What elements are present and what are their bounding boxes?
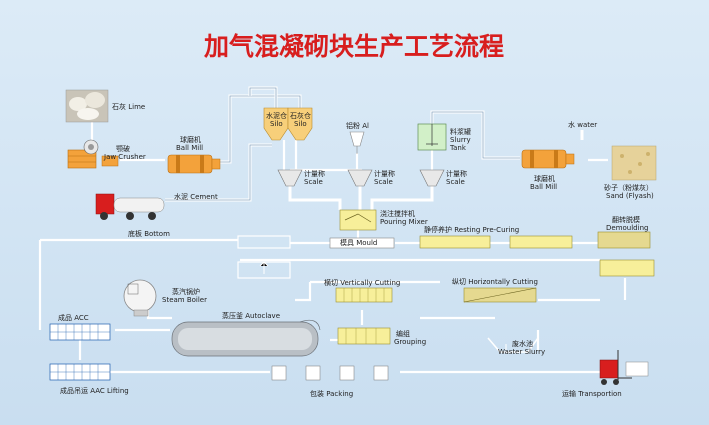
demould-blocks: [599, 259, 655, 277]
horizontal-cutting-block: [463, 287, 537, 303]
label-al: 铝粉 Al: [346, 121, 369, 130]
label-silo2-en: Silo: [294, 120, 307, 128]
flow-lines: [38, 86, 627, 374]
label-lifting: 成品吊运 AAC Lifting: [60, 386, 129, 395]
label-autoclave: 蒸压釜 Autoclave: [222, 311, 280, 320]
label-waste-cn: 废水池: [512, 339, 533, 348]
label-slurry-cn: 料浆罐: [450, 127, 471, 136]
cement-truck: [95, 193, 165, 220]
label-scale2-en: Scale: [374, 178, 393, 186]
scale-3: [419, 169, 445, 187]
label-hcut: 纵切 Horizontally Cutting: [452, 278, 538, 286]
label-grouping-cn: 编组: [396, 329, 410, 338]
label-scale3-cn: 计量称: [446, 169, 467, 178]
waste-slurry-pit: [487, 337, 539, 353]
label-scale1-cn: 计量称: [304, 169, 325, 178]
label-slurry-en1: Slurry: [450, 136, 471, 144]
label-mixer-en: Pouring Mixer: [380, 218, 428, 226]
ball-mill-1: [167, 154, 221, 174]
label-mould: 模具 Mould: [340, 238, 377, 247]
scale-2: [347, 169, 373, 187]
label-sand-cn: 砂子（粉煤灰）: [604, 183, 653, 192]
label-scale2-cn: 计量称: [374, 169, 395, 178]
label-acc: 成品 ACC: [58, 313, 89, 322]
packing-pallets: [271, 365, 389, 381]
label-silo1-cn: 水泥仓: [266, 111, 287, 120]
ball-mill-2: [521, 149, 575, 169]
silo-lime: [287, 107, 313, 141]
label-demould-en: Demoulding: [606, 224, 648, 232]
diagram-title: 加气混凝砌块生产工艺流程: [203, 32, 504, 61]
label-ballmill2-cn: 球磨机: [534, 174, 555, 183]
label-waste-en: Waster Slurry: [498, 348, 545, 356]
label-sand-en: Sand (Flyash): [606, 192, 654, 200]
label-ballmill2-en: Ball Mill: [530, 183, 557, 191]
aluminum-hopper: [349, 131, 365, 154]
label-lime: 石灰 Lime: [112, 102, 145, 111]
label-scale3-en: Scale: [446, 178, 465, 186]
labels: 石灰 Lime 颚破 Jaw Crusher 球磨机 Ball Mill 水泥仓…: [58, 102, 654, 398]
steam-boiler: [123, 279, 157, 317]
label-scale1-en: Scale: [304, 178, 323, 186]
label-resting: 静停养护 Resting Pre-Curing: [424, 225, 519, 234]
label-jaw-cn: 颚破: [116, 144, 130, 153]
autoclave: [171, 319, 321, 357]
aac-lifting-stack: [49, 363, 111, 381]
label-transport: 运输 Transportion: [562, 389, 622, 398]
sand-photo: [611, 145, 657, 181]
label-silo1-en: Silo: [270, 120, 283, 128]
label-cement: 水泥 Cement: [174, 192, 218, 201]
label-mixer-cn: 浇注搅拌机: [380, 209, 415, 218]
grouping-block: [337, 327, 391, 345]
vertical-cutting-block: [335, 287, 393, 303]
label-bottom: 底板 Bottom: [128, 229, 170, 238]
label-grouping-en: Grouping: [394, 338, 426, 346]
lower-return-box: [237, 261, 291, 279]
label-jaw-en: Jaw Crusher: [103, 153, 146, 161]
mould-line: [237, 231, 651, 249]
lime-photo: [65, 89, 109, 123]
label-demould-cn: 翻转脱模: [612, 215, 640, 224]
label-ballmill1-en: Ball Mill: [176, 144, 203, 152]
label-boiler-en: Steam Boiler: [162, 296, 207, 304]
label-silo2-cn: 石灰仓: [290, 111, 311, 120]
jaw-crusher: [67, 139, 119, 169]
label-boiler-cn: 蒸汽锅炉: [172, 287, 200, 296]
slurry-tank: [417, 123, 447, 151]
label-vcut: 横切 Vertically Cutting: [324, 278, 400, 287]
scale-1: [277, 169, 303, 187]
forklift: [599, 350, 649, 385]
label-packing: 包装 Packing: [310, 389, 353, 398]
label-water: 水 water: [568, 120, 597, 129]
pouring-mixer: [339, 209, 377, 231]
label-ballmill1-cn: 球磨机: [180, 135, 201, 144]
acc-product-stack: [49, 323, 111, 341]
label-slurry-en2: Tank: [449, 144, 467, 152]
